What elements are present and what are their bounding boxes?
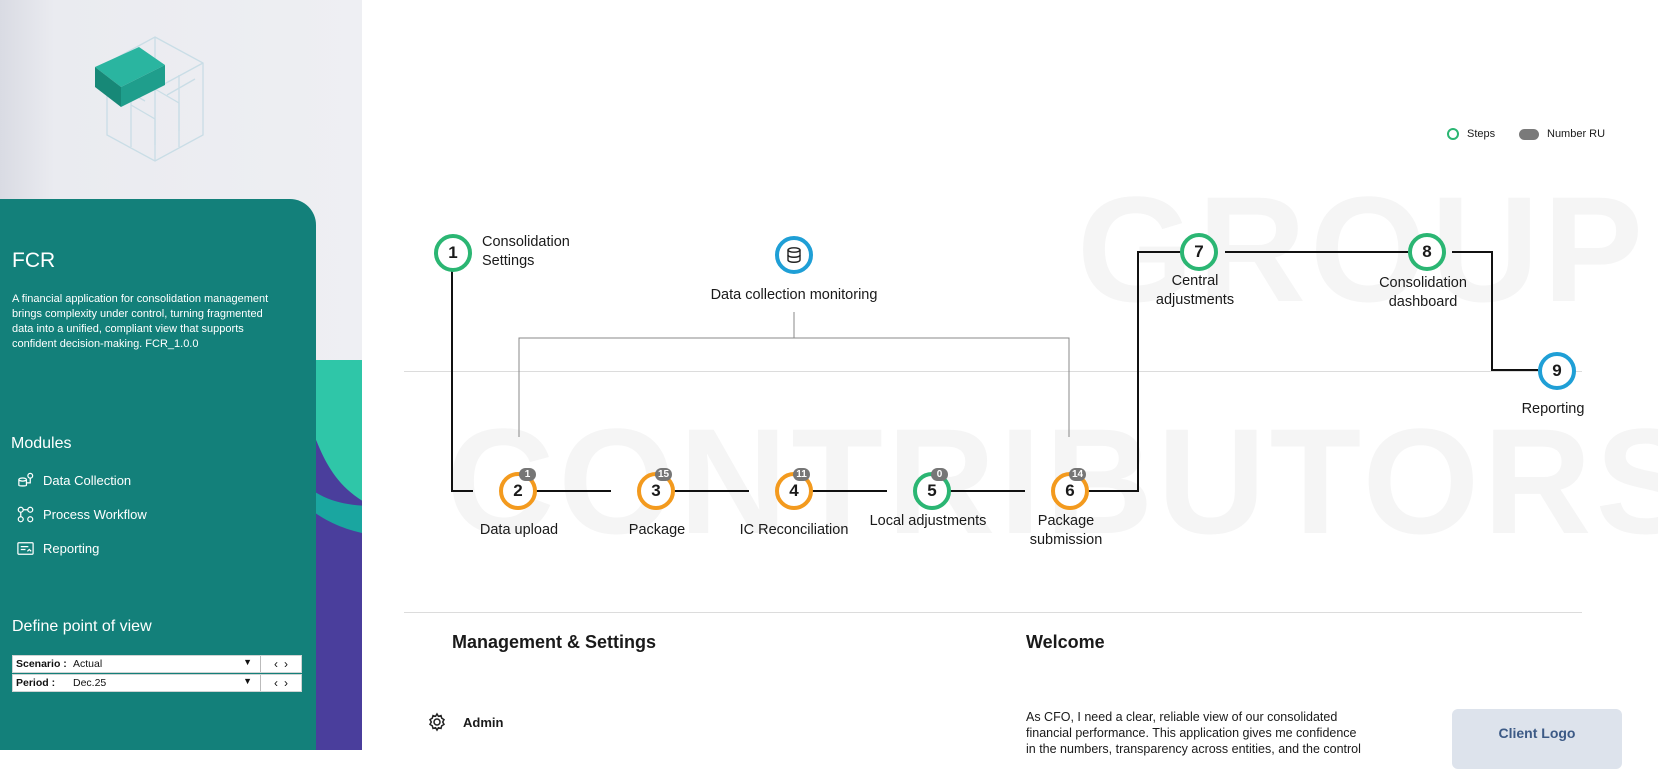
chevron-left-icon[interactable]: ‹ (274, 676, 278, 690)
step-5-badge: 0 (931, 468, 948, 481)
client-logo: Client Logo (1452, 709, 1622, 769)
reporting-icon (17, 541, 34, 555)
admin-link[interactable]: Admin (427, 712, 503, 732)
section-divider (404, 371, 1582, 372)
module-label: Reporting (43, 540, 100, 556)
module-reporting[interactable]: Reporting (16, 537, 99, 559)
scenario-value: Actual (73, 658, 103, 670)
chevron-right-icon[interactable]: › (284, 676, 288, 690)
module-label: Process Workflow (43, 506, 147, 522)
step-6-label: Package submission (1029, 513, 1103, 548)
step-9-label: Reporting (1521, 401, 1585, 417)
module-label: Data Collection (43, 472, 132, 488)
gear-icon (429, 712, 445, 732)
module-data-collection[interactable]: Data Collection (16, 469, 131, 491)
app-logo (95, 36, 204, 162)
app-info-panel: FCR A financial application for consolid… (0, 199, 316, 750)
scenario-label: Scenario : (16, 658, 67, 670)
period-value: Dec.25 (73, 677, 107, 689)
step-3-badge: 15 (655, 468, 673, 481)
dropdown-caret-icon: ▼ (243, 657, 252, 667)
monitoring-label: Data collection monitoring (710, 287, 878, 303)
legend-steps: Steps (1447, 128, 1495, 140)
pov-heading: Define point of view (12, 618, 152, 635)
step-8-label: Consolidation dashboard (1379, 275, 1467, 310)
data-collection-icon (18, 472, 34, 487)
module-process-workflow[interactable]: Process Workflow (16, 503, 147, 525)
database-icon (787, 247, 801, 263)
main-content: GROUP CONTRIBUTORS Steps Number RU Data (362, 0, 1658, 769)
watermark-group: GROUP (1077, 165, 1648, 333)
step-6-badge: 14 (1069, 468, 1087, 481)
step-1-node[interactable]: 1 (434, 234, 472, 272)
legend-number-ru-label: Number RU (1547, 128, 1606, 140)
period-label: Period : (16, 677, 56, 689)
bottom-divider (404, 612, 1582, 613)
step-9-node[interactable]: 9 (1538, 352, 1576, 390)
chevron-right-icon[interactable]: › (284, 657, 288, 671)
scenario-dropdown[interactable]: Scenario : Actual ▼ (13, 656, 261, 672)
app-description: A financial application for consolidatio… (12, 293, 269, 350)
modules-heading: Modules (11, 435, 72, 452)
step-4-badge: 11 (793, 468, 810, 481)
step-1-label: Consolidation Settings (482, 234, 570, 269)
step-3-label: Package (628, 522, 686, 538)
process-workflow-icon (17, 506, 34, 522)
data-collection-monitoring-node[interactable] (775, 236, 813, 274)
sidebar: FCR A financial application for consolid… (0, 0, 362, 750)
step-ring-icon (1447, 128, 1459, 140)
period-dropdown[interactable]: Period : Dec.25 ▼ (13, 675, 261, 691)
legend-steps-label: Steps (1467, 128, 1496, 140)
management-heading: Management & Settings (452, 632, 657, 652)
app-title: FCR (12, 249, 56, 272)
period-selector: Period : Dec.25 ▼ ‹ › (12, 674, 302, 692)
step-7-node[interactable]: 7 (1180, 233, 1218, 271)
legend-number-ru: Number RU (1519, 128, 1605, 140)
step-7-label: Central adjustments (1155, 273, 1235, 308)
admin-label: Admin (463, 714, 504, 730)
chevron-left-icon[interactable]: ‹ (274, 657, 278, 671)
step-2-badge: 1 (519, 468, 536, 481)
step-4-label: IC Reconciliation (739, 522, 849, 538)
step-2-label: Data upload (479, 522, 559, 538)
step-8-node[interactable]: 8 (1408, 233, 1446, 271)
badge-pill-icon (1519, 128, 1539, 140)
welcome-heading: Welcome (1026, 632, 1105, 652)
dropdown-caret-icon: ▼ (243, 676, 252, 686)
step-5-label: Local adjustments (869, 513, 987, 529)
scenario-selector: Scenario : Actual ▼ ‹ › (12, 655, 302, 673)
